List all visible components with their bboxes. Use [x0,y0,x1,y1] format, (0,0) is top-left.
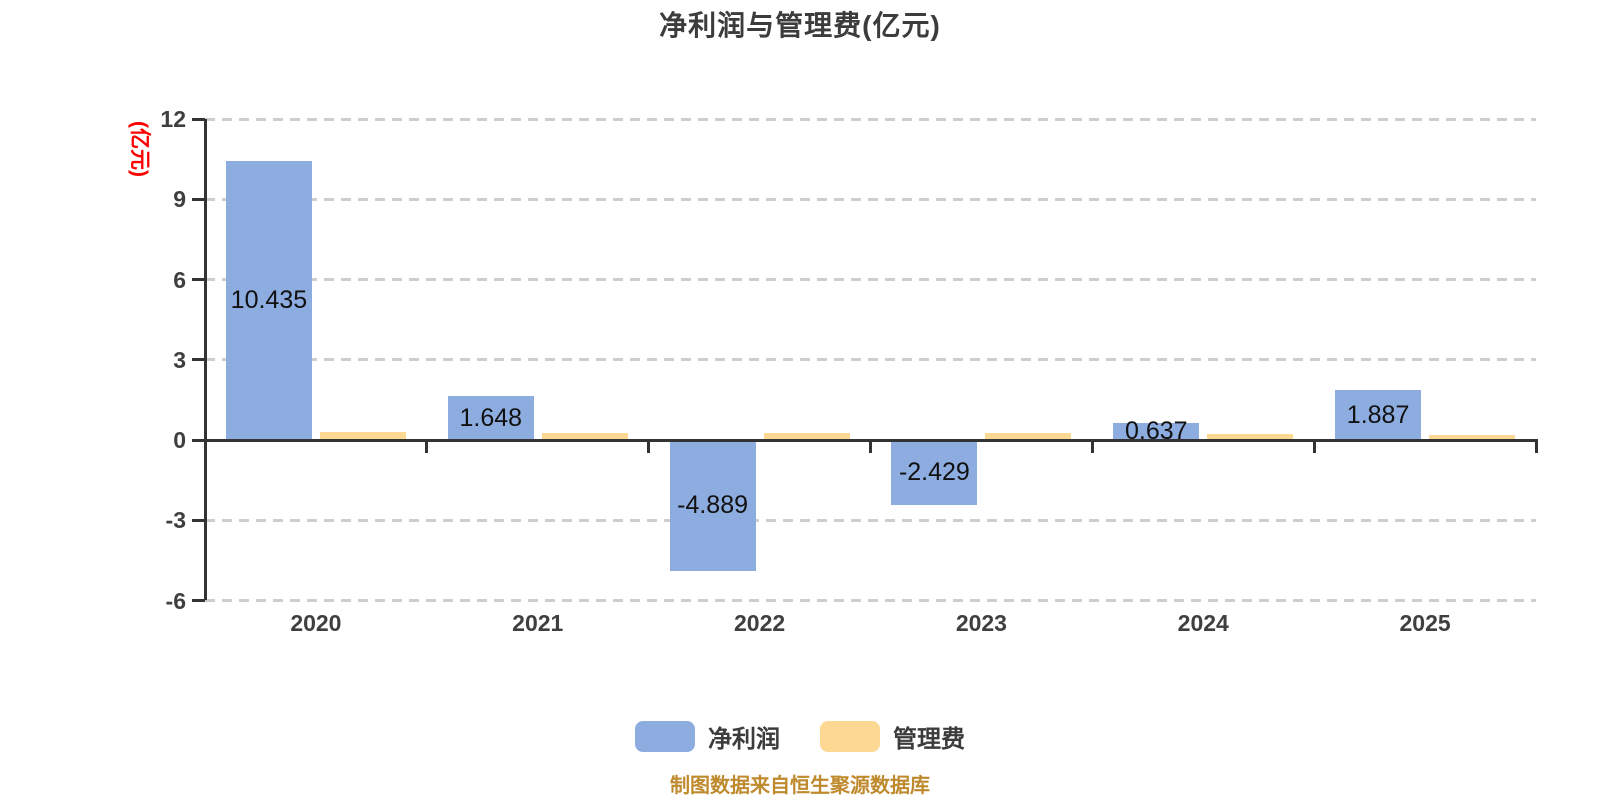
gridline [205,518,1536,522]
bar-value-label: -4.889 [677,491,749,520]
mgmt-fee-bar [1429,434,1516,440]
bar-value-label: 1.648 [459,403,523,432]
y-tick-label: -6 [165,587,186,614]
net-profit-bar [891,440,978,505]
y-tick-mark [192,117,205,121]
x-tick-mark [647,440,651,453]
x-tick-mark [1534,440,1538,453]
y-tick-mark [192,438,205,442]
y-tick-label: 6 [173,266,186,293]
bar-value-label: -2.429 [898,458,970,487]
x-tick-mark [869,440,872,453]
x-axis-category-label: 2023 [955,610,1007,636]
y-tick-label: 9 [173,186,186,213]
mgmt-fee-bar [1207,434,1294,440]
x-tick-mark [1312,440,1316,453]
legend-item-net-profit[interactable]: 净利润 [635,719,780,754]
data-source-note: 制图数据来自恒生聚源数据库 [670,775,930,797]
y-tick-label: 12 [160,106,186,132]
gridline [205,358,1536,362]
y-tick-label: 3 [173,346,186,373]
y-tick-mark [192,599,205,602]
mgmt-fee-bar [985,433,1072,440]
chart-title: 净利润与管理费(亿元) [659,10,941,41]
bar-value-label: 1.887 [1346,400,1410,429]
gridline [205,117,1536,121]
y-tick-mark [192,518,205,522]
net-profit-bar [1113,422,1200,440]
legend: 净利润 管理费 [0,719,1600,754]
gridline [205,197,1536,201]
gridline [205,278,1536,281]
y-tick-label: 0 [173,427,186,453]
x-axis-category-label: 2021 [512,610,564,636]
net-profit-bar [669,440,756,571]
y-tick-mark [192,278,205,281]
net-profit-bar [1335,389,1422,440]
mgmt-fee-legend-label: 管理费 [893,726,965,753]
net-profit-bar [447,395,534,440]
bar-value-label: 0.637 [1124,417,1188,446]
net-profit-legend-swatch [635,721,695,752]
mgmt-fee-bar [319,431,406,440]
mgmt-fee-bar [763,433,850,440]
x-axis-category-label: 2020 [290,610,342,636]
bar-value-label: 10.435 [230,286,308,315]
y-tick-mark [192,358,205,362]
mgmt-fee-bar [541,432,628,440]
x-axis-category-label: 2022 [733,610,786,636]
x-tick-mark [1090,440,1094,453]
x-axis-category-label: 2025 [1399,610,1451,636]
net-profit-legend-label: 净利润 [708,726,780,753]
y-tick-mark [192,197,205,201]
gridline [205,599,1536,602]
net-profit-bar [225,160,312,440]
y-axis-line [203,119,207,600]
x-axis-category-label: 2024 [1177,610,1229,636]
x-tick-mark [425,440,429,453]
mgmt-fee-legend-swatch [820,721,880,752]
legend-item-mgmt-fee[interactable]: 管理费 [820,719,965,754]
y-tick-label: -3 [165,507,186,534]
